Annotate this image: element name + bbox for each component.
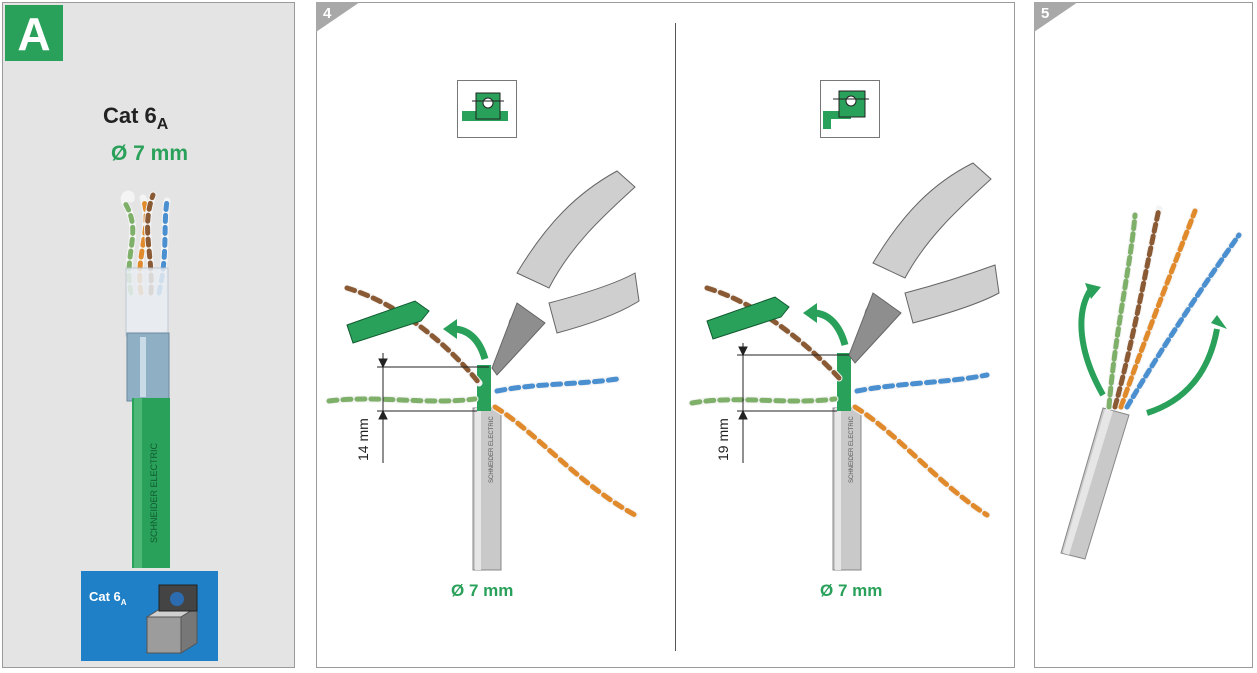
cable-print: SCHNEIDER ELECTRIC — [849, 416, 855, 483]
cable-print: SCHNEIDER ELECTRIC — [149, 442, 159, 543]
diameter-label-right: Ø 7 mm — [820, 581, 883, 600]
connector-position-icon — [457, 80, 517, 138]
cable-category-title: Cat 6A — [103, 103, 169, 133]
trimming-illustration-right: SCHNEIDER ELECTRIC — [688, 162, 1000, 571]
foil-shield — [125, 267, 169, 337]
connector-thumbnail: Cat 6A — [81, 571, 218, 661]
panel-step-5: 5 — [1034, 2, 1253, 668]
trimming-illustration-left: SCHNEIDER ELECTRIC — [325, 170, 640, 571]
rotate-arrow-right — [1146, 328, 1220, 416]
braid-shield — [126, 332, 170, 402]
strip-length-label-right: 19 mm — [715, 418, 731, 461]
cutting-pliers — [491, 170, 640, 376]
rotate-arrow-left — [1078, 287, 1106, 397]
shielded-cable-illustration: SCHNEIDER ELECTRIC — [120, 190, 171, 568]
cable-print: SCHNEIDER ELECTRIC — [489, 416, 495, 483]
cable-diameter-label: Ø 7 mm — [111, 142, 189, 165]
untwisted-pairs-illustration — [1060, 205, 1243, 560]
panel-divider — [675, 23, 676, 651]
panel-a-badge: A — [5, 5, 63, 61]
panel-step-4: 4 SCHNEIDER ELECTRIC — [316, 2, 1015, 668]
strip-length-label-left: 14 mm — [355, 418, 371, 461]
panel-a: A Cat 6A Ø 7 mm SCHNEIDER ELECTRIC Cat 6… — [2, 2, 295, 668]
connector-position-icon-alt — [820, 80, 880, 138]
diameter-label-left: Ø 7 mm — [451, 581, 514, 600]
jack-connector-icon — [145, 584, 199, 654]
connector-label: Cat 6A — [89, 589, 127, 607]
